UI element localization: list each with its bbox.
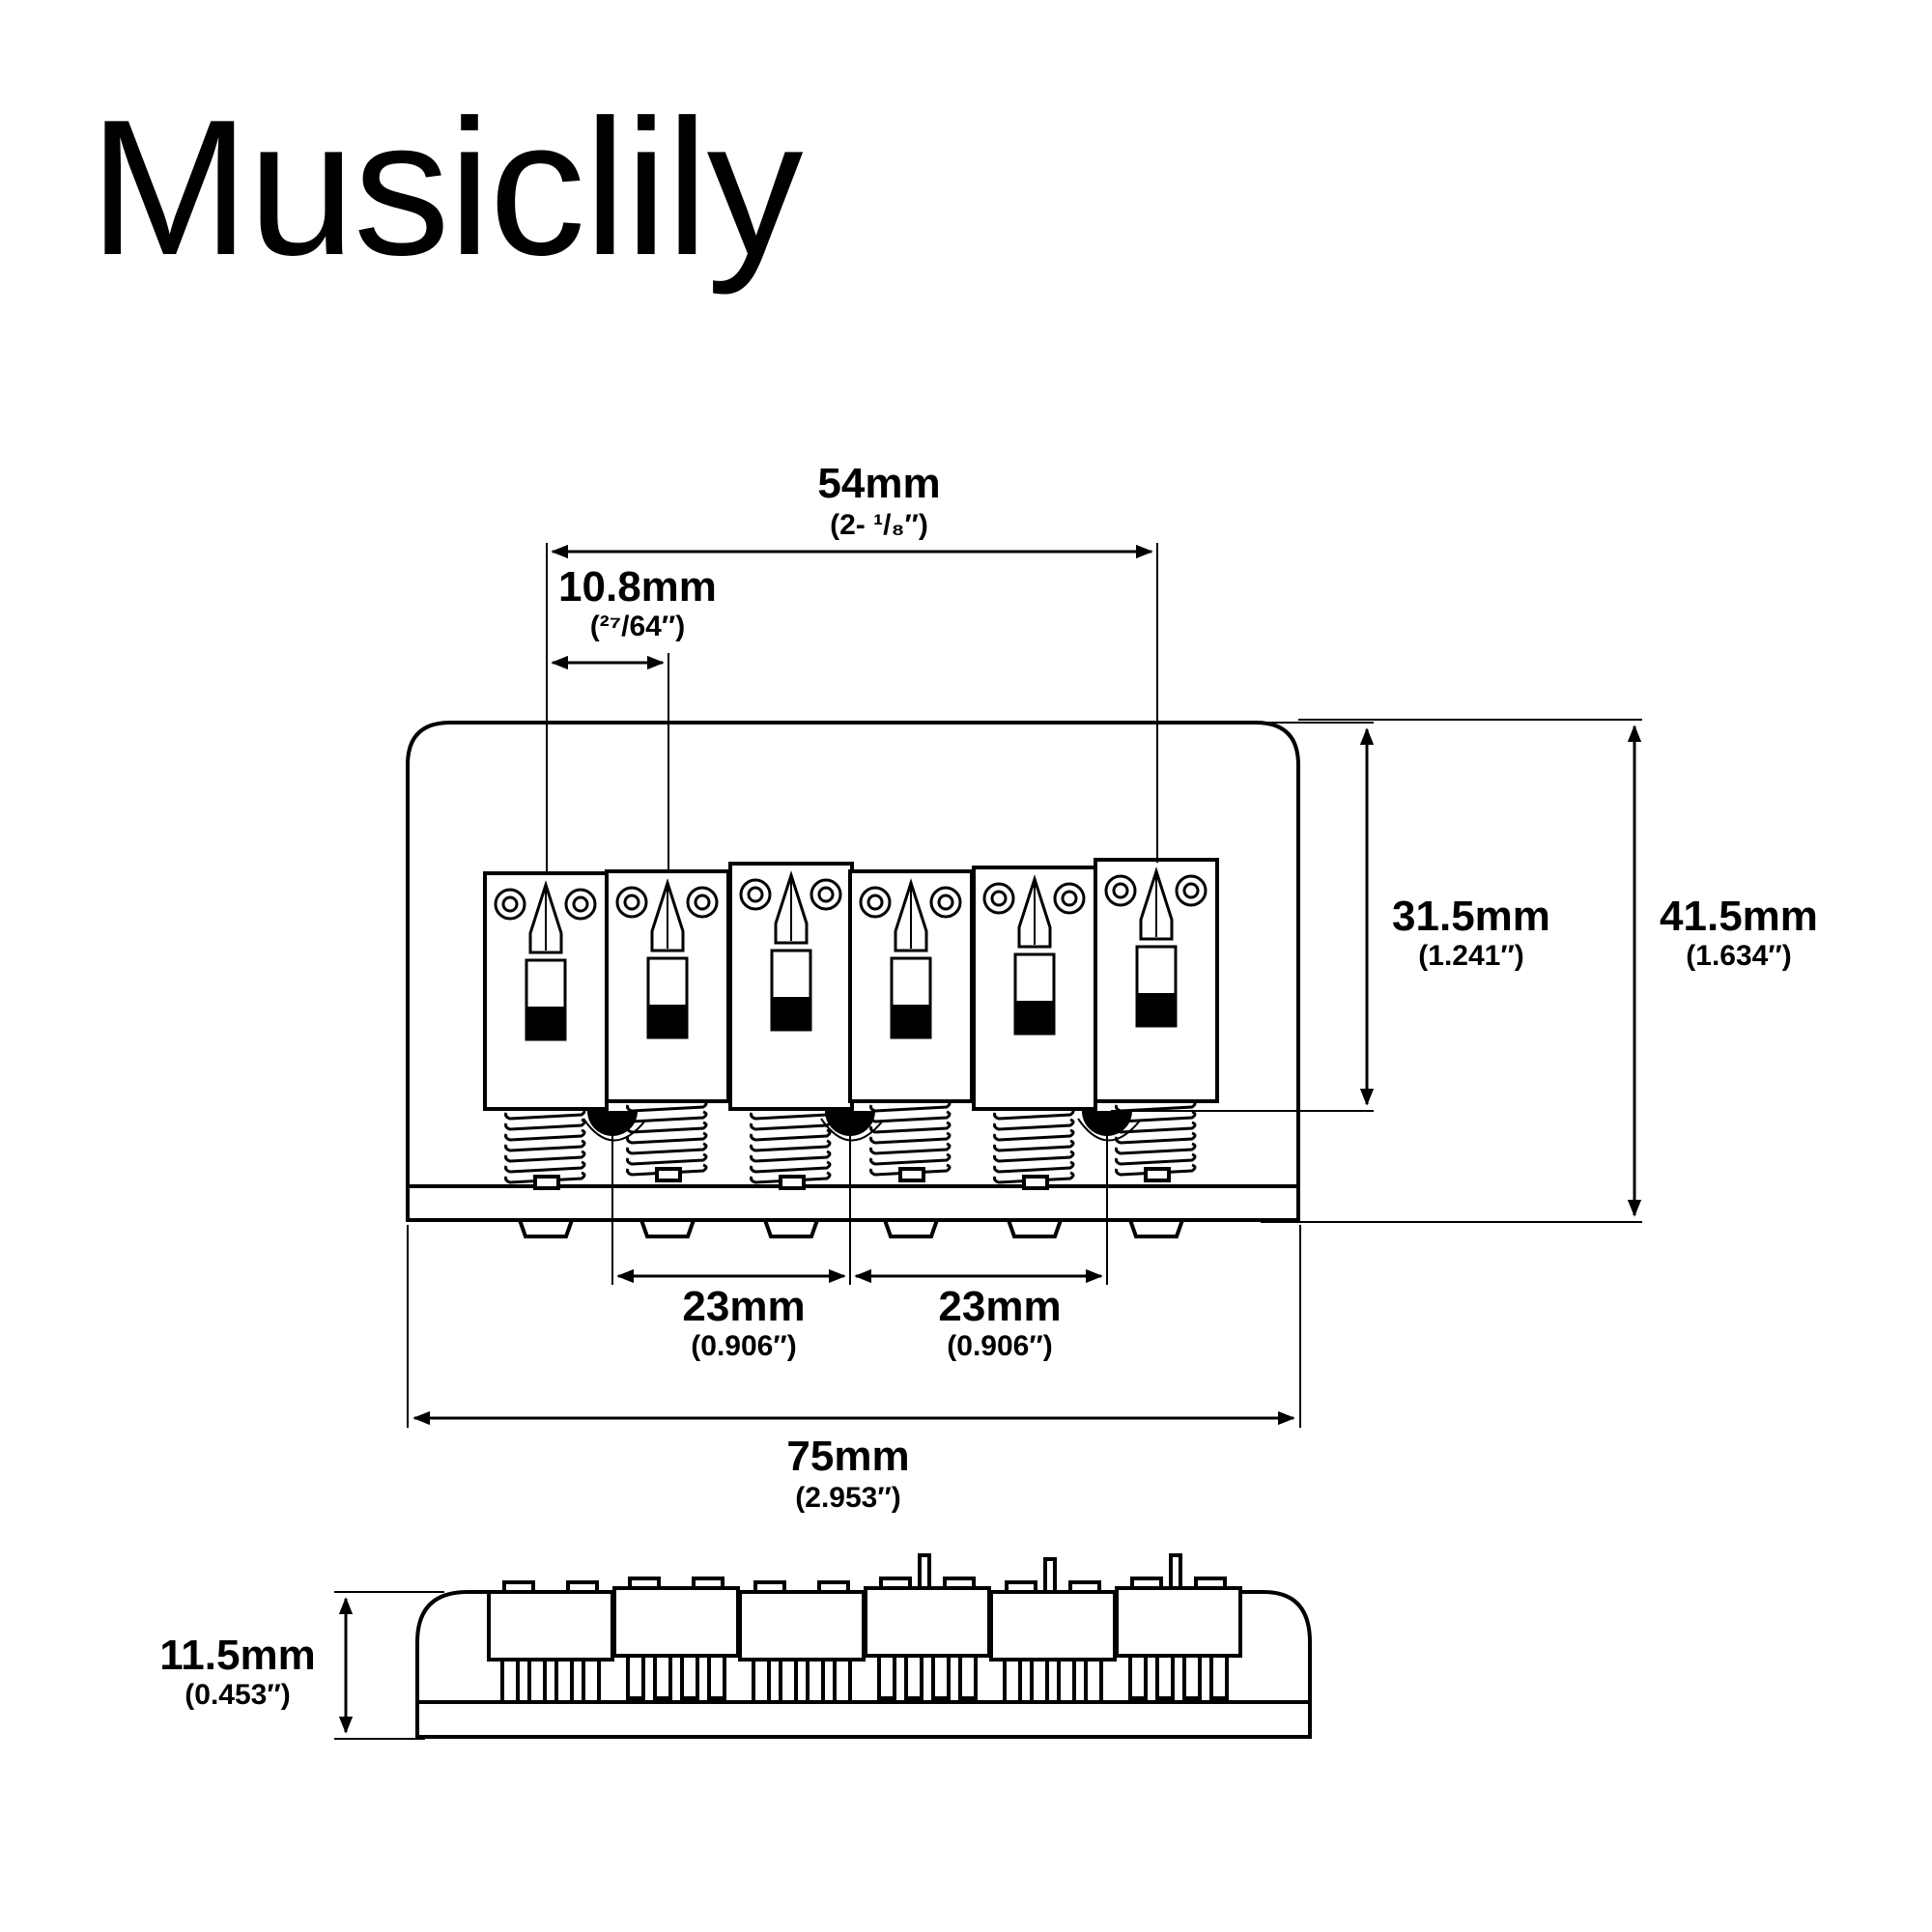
base-lip <box>406 1184 1300 1222</box>
screw-icon <box>1104 874 1137 907</box>
intonation-screw <box>1043 1557 1057 1594</box>
mount-spacing-left-sub: (0.906″) <box>691 1330 796 1362</box>
spring-4 <box>869 1099 952 1182</box>
string-spread-sub: (2- ¹/₈″) <box>830 509 928 541</box>
side-height-sub: (0.453″) <box>185 1679 290 1711</box>
side-saddle-3 <box>738 1580 866 1662</box>
screw-icon <box>615 886 648 919</box>
saddle-2 <box>605 869 730 1103</box>
intonation-screw <box>918 1553 931 1590</box>
saddle-width-label: 10.8mm <box>558 563 717 611</box>
mount-foot-2 <box>639 1218 696 1238</box>
mount-foot-1 <box>517 1218 575 1238</box>
total-width-sub: (2.953″) <box>795 1482 900 1514</box>
screw-icon <box>859 886 892 919</box>
saddle-1 <box>483 871 609 1111</box>
mount-feet <box>517 1218 1185 1238</box>
mount-spacing-right-label: 23mm <box>938 1283 1061 1330</box>
saddle-3 <box>728 862 854 1111</box>
dimension-lines <box>334 543 1642 1740</box>
screw-icon <box>982 882 1015 915</box>
saddle-5 <box>972 866 1097 1111</box>
screw-icon <box>1175 874 1208 907</box>
total-height-sub: (1.634″) <box>1686 940 1791 972</box>
side-saddle-5 <box>989 1557 1117 1662</box>
mount-spacing-left-label: 23mm <box>682 1283 805 1330</box>
screw-icon <box>1053 882 1086 915</box>
screw-icon <box>929 886 962 919</box>
mount-foot-3 <box>762 1218 820 1238</box>
side-height-label: 11.5mm <box>159 1632 315 1679</box>
bridge-side-view <box>415 1553 1312 1739</box>
screw-icon <box>494 888 526 921</box>
side-saddles <box>487 1553 1242 1662</box>
mount-foot-6 <box>1127 1218 1185 1238</box>
saddles <box>483 858 1219 1142</box>
spring-3 <box>750 1107 832 1190</box>
mount-spacing-right-sub: (0.906″) <box>947 1330 1052 1362</box>
total-height-label: 41.5mm <box>1660 893 1818 940</box>
screw-icon <box>810 878 842 911</box>
bridge-top-view <box>406 721 1300 1238</box>
total-width-label: 75mm <box>786 1433 909 1480</box>
side-base-bottom <box>415 1700 1312 1739</box>
saddle-springs <box>504 1099 1197 1190</box>
side-saddle-1 <box>487 1580 614 1662</box>
saddle-height-label: 31.5mm <box>1392 893 1550 940</box>
side-saddle-4 <box>864 1553 991 1658</box>
dimension-labels: 54mm (2- ¹/₈″) 10.8mm (²⁷/64″) 31.5mm (1… <box>159 460 1818 1711</box>
mount-foot-5 <box>1006 1218 1064 1238</box>
screw-icon <box>739 878 772 911</box>
saddle-width-sub: (²⁷/64″) <box>590 611 685 642</box>
intonation-screw <box>1169 1553 1182 1590</box>
saddle-4 <box>848 869 974 1103</box>
string-spread-label: 54mm <box>817 460 940 507</box>
brand-title: Musiclily <box>89 80 804 296</box>
spring-5 <box>993 1107 1075 1190</box>
side-saddle-2 <box>612 1577 740 1658</box>
side-saddle-6 <box>1115 1553 1242 1658</box>
saddle-height-sub: (1.241″) <box>1418 940 1523 972</box>
mount-foot-4 <box>882 1218 940 1238</box>
saddle-6 <box>1094 858 1219 1103</box>
screw-icon <box>686 886 719 919</box>
screw-icon <box>564 888 597 921</box>
spring-1 <box>504 1107 586 1190</box>
